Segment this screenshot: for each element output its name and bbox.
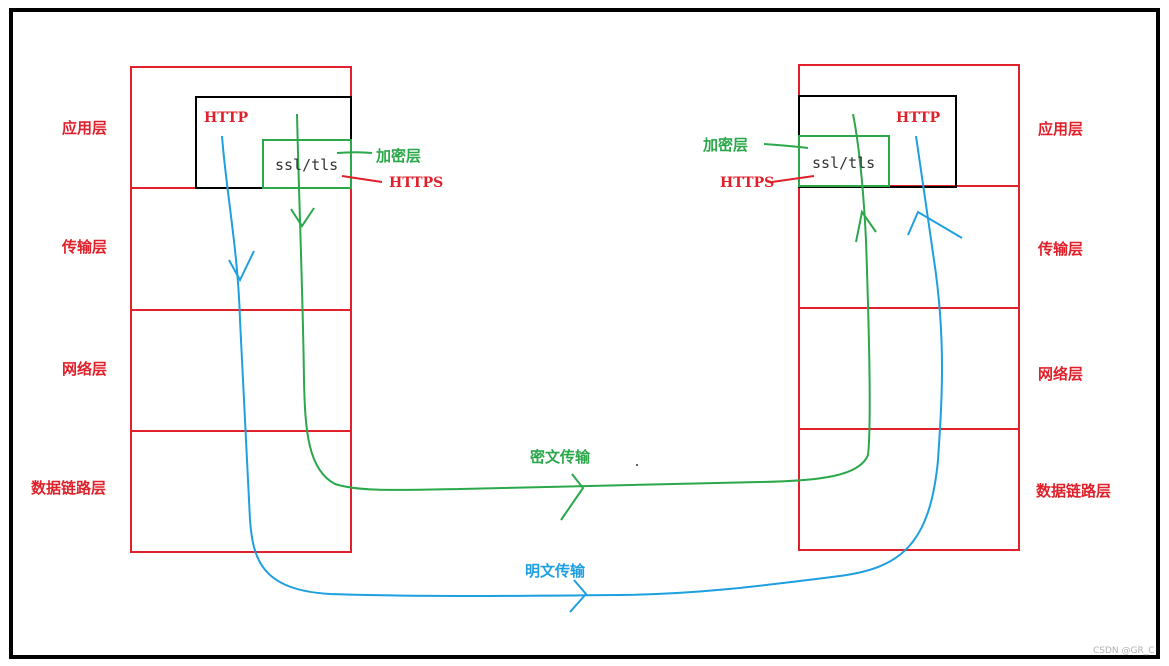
plain-path [221,135,963,613]
right-https-label: HTTPS [720,175,775,191]
left-http-label: HTTP [204,110,249,126]
left-encrypt-label: 加密层 [376,147,422,165]
plain-arrow-left [228,250,255,283]
right-https-pointer [771,175,815,183]
cipher-arrow-right [855,209,877,243]
stray-dot [636,464,638,466]
left-https-label: HTTPS [389,175,444,191]
left-layer-datalink: 数据链路层 [31,479,107,497]
left-https-pointer [341,175,383,183]
cipher-arrow-left [290,207,315,228]
left-ssl-box [262,139,352,189]
right-layer-transport: 传输层 [1038,240,1084,258]
left-layer-network: 网络层 [62,360,108,378]
left-ssl-label: ssl/tls [275,156,339,174]
outer-frame [9,8,1160,659]
right-layer-application: 应用层 [1038,120,1084,138]
right-layer-network: 网络层 [1038,365,1084,383]
plain-arrow-mid [569,579,588,613]
watermark: CSDN @GR_C [1093,646,1155,656]
plain-path-line [221,135,943,597]
plain-arrow-right [907,210,963,239]
right-encrypt-pointer [763,143,809,149]
right-ssl-box [798,135,890,187]
left-layer-application: 应用层 [62,119,108,137]
cipher-path [290,113,877,521]
cipher-transfer-label: 密文传输 [530,448,591,466]
cipher-path-line [296,113,871,491]
plain-transfer-label: 明文传输 [525,562,586,580]
right-http-label: HTTP [896,110,941,126]
cipher-arrow-mid [560,473,585,521]
left-encrypt-pointer [336,151,373,154]
right-stack [763,64,1020,551]
right-encrypt-label: 加密层 [703,136,749,154]
left-layer-transport: 传输层 [62,238,108,256]
right-layer-datalink: 数据链路层 [1036,482,1112,500]
right-ssl-label: ssl/tls [812,154,876,172]
left-stack [130,66,383,553]
